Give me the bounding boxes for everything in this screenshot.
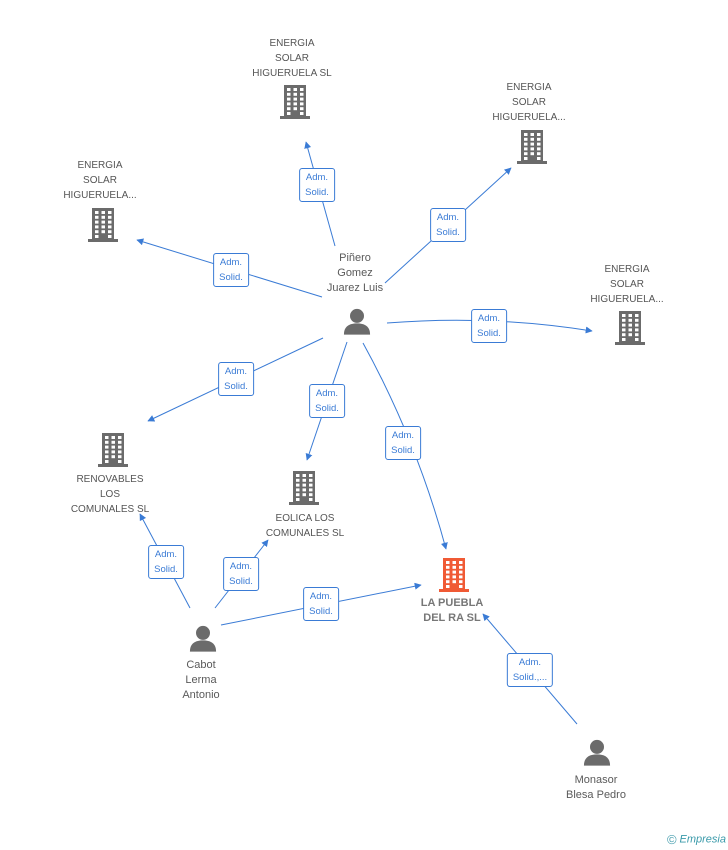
node-label-line: Cabot — [186, 659, 216, 671]
edge-label-n5-n2[interactable]: Adm. Solid. — [213, 253, 249, 287]
edge-label-n10-n8[interactable]: Adm. Solid.,... — [506, 653, 554, 687]
edge-label-line: Adm. — [391, 430, 415, 441]
edge-label-line: Adm. — [305, 172, 329, 183]
node-label-n1[interactable]: ENERGIA SOLAR HIGUERUELA SL — [252, 36, 331, 81]
node-label-line: Lerma — [185, 674, 217, 686]
node-label-line: DEL RA SL — [423, 612, 481, 624]
node-label-n8[interactable]: LA PUEBLA DEL RA SL — [421, 596, 484, 626]
edge-label-line: Adm. — [477, 313, 501, 324]
edge-label-line: Solid. — [315, 403, 339, 414]
node-label-n4[interactable]: ENERGIA SOLAR HIGUERUELA... — [590, 262, 663, 307]
node-label-n3[interactable]: ENERGIA SOLAR HIGUERUELA... — [492, 80, 565, 125]
edge-label-n5-n1[interactable]: Adm. Solid. — [299, 168, 335, 202]
building-icon[interactable] — [280, 85, 310, 124]
edge-label-line: Adm. — [229, 561, 253, 572]
node-label-line: SOLAR — [512, 97, 546, 108]
person-icon[interactable] — [189, 625, 217, 657]
node-label-line: Monasor — [574, 774, 618, 786]
node-label-line: LA PUEBLA — [420, 597, 484, 609]
node-label-line: SOLAR — [275, 53, 309, 64]
building-icon[interactable] — [88, 208, 118, 247]
edge-label-n5-n7[interactable]: Adm. Solid. — [309, 384, 345, 418]
node-label-line: Gomez — [337, 267, 373, 279]
node-label-line: ENERGIA — [269, 38, 315, 49]
building-icon[interactable] — [439, 558, 469, 597]
edge-label-n9-n8[interactable]: Adm. Solid. — [303, 587, 339, 621]
edge-label-n5-n4[interactable]: Adm. Solid. — [471, 309, 507, 343]
copyright-symbol: © — [666, 832, 677, 847]
edge-label-n5-n6[interactable]: Adm. Solid. — [218, 362, 254, 396]
edge-label-line: Adm. — [154, 549, 178, 560]
edge-label-line: Solid. — [477, 328, 501, 339]
edge-label-line: Solid. — [391, 445, 415, 456]
node-label-line: EOLICA LOS — [275, 513, 335, 524]
edge-label-line: Solid. — [219, 272, 243, 283]
edge-label-line: Adm. — [219, 257, 243, 268]
node-label-line: ENERGIA — [604, 264, 650, 275]
edge-label-line: Adm. — [309, 591, 333, 602]
node-label-line: COMUNALES SL — [265, 528, 345, 539]
building-icon[interactable] — [289, 471, 319, 510]
edge-label-line: Solid. — [154, 564, 178, 575]
node-label-n2[interactable]: ENERGIA SOLAR HIGUERUELA... — [63, 158, 136, 203]
edge-label-n9-n6[interactable]: Adm. Solid. — [148, 545, 184, 579]
edge-label-n5-n3[interactable]: Adm. Solid. — [430, 208, 466, 242]
node-label-n6[interactable]: RENOVABLES LOS COMUNALES SL — [71, 472, 149, 517]
node-label-line: Antonio — [182, 689, 220, 701]
building-icon[interactable] — [615, 311, 645, 350]
person-icon[interactable] — [583, 739, 611, 771]
edge-label-line: Solid. — [309, 606, 333, 617]
node-label-line: ENERGIA — [77, 160, 123, 171]
brand-logo: Empresia — [679, 833, 726, 846]
node-label-line: HIGUERUELA... — [492, 112, 566, 123]
edge-label-line: Solid. — [229, 576, 253, 587]
node-label-line: LOS — [99, 489, 121, 500]
node-label-line: COMUNALES SL — [70, 504, 150, 515]
building-icon[interactable] — [517, 130, 547, 169]
node-label-line: Blesa Pedro — [566, 789, 626, 801]
node-label-line: Piñero — [339, 252, 371, 264]
edge-label-n9-n7[interactable]: Adm. Solid. — [223, 557, 259, 591]
node-label-line: HIGUERUELA... — [63, 190, 137, 201]
node-label-line: Juarez Luis — [326, 282, 384, 294]
node-label-line: RENOVABLES — [76, 474, 144, 485]
node-label-line: HIGUERUELA SL — [252, 68, 332, 79]
node-label-n7[interactable]: EOLICA LOS COMUNALES SL — [266, 511, 344, 541]
node-label-line: HIGUERUELA... — [590, 294, 664, 305]
edge-label-line: Solid. — [224, 381, 248, 392]
node-label-line: SOLAR — [610, 279, 644, 290]
node-label-line: ENERGIA — [506, 82, 552, 93]
edge-label-line: Adm. — [518, 657, 542, 668]
edge-label-n5-n8[interactable]: Adm. Solid. — [385, 426, 421, 460]
node-label-line: SOLAR — [83, 175, 117, 186]
edge-label-line: Solid.,... — [512, 672, 548, 683]
edge-label-line: Adm. — [436, 212, 460, 223]
edge-label-line: Solid. — [305, 187, 329, 198]
building-icon[interactable] — [98, 433, 128, 472]
edge-label-line: Adm. — [315, 388, 339, 399]
person-icon[interactable] — [343, 308, 371, 340]
edge-label-line: Solid. — [436, 227, 460, 238]
edge-label-line: Adm. — [224, 366, 248, 377]
footer-brand: ©Empresia — [667, 832, 726, 847]
